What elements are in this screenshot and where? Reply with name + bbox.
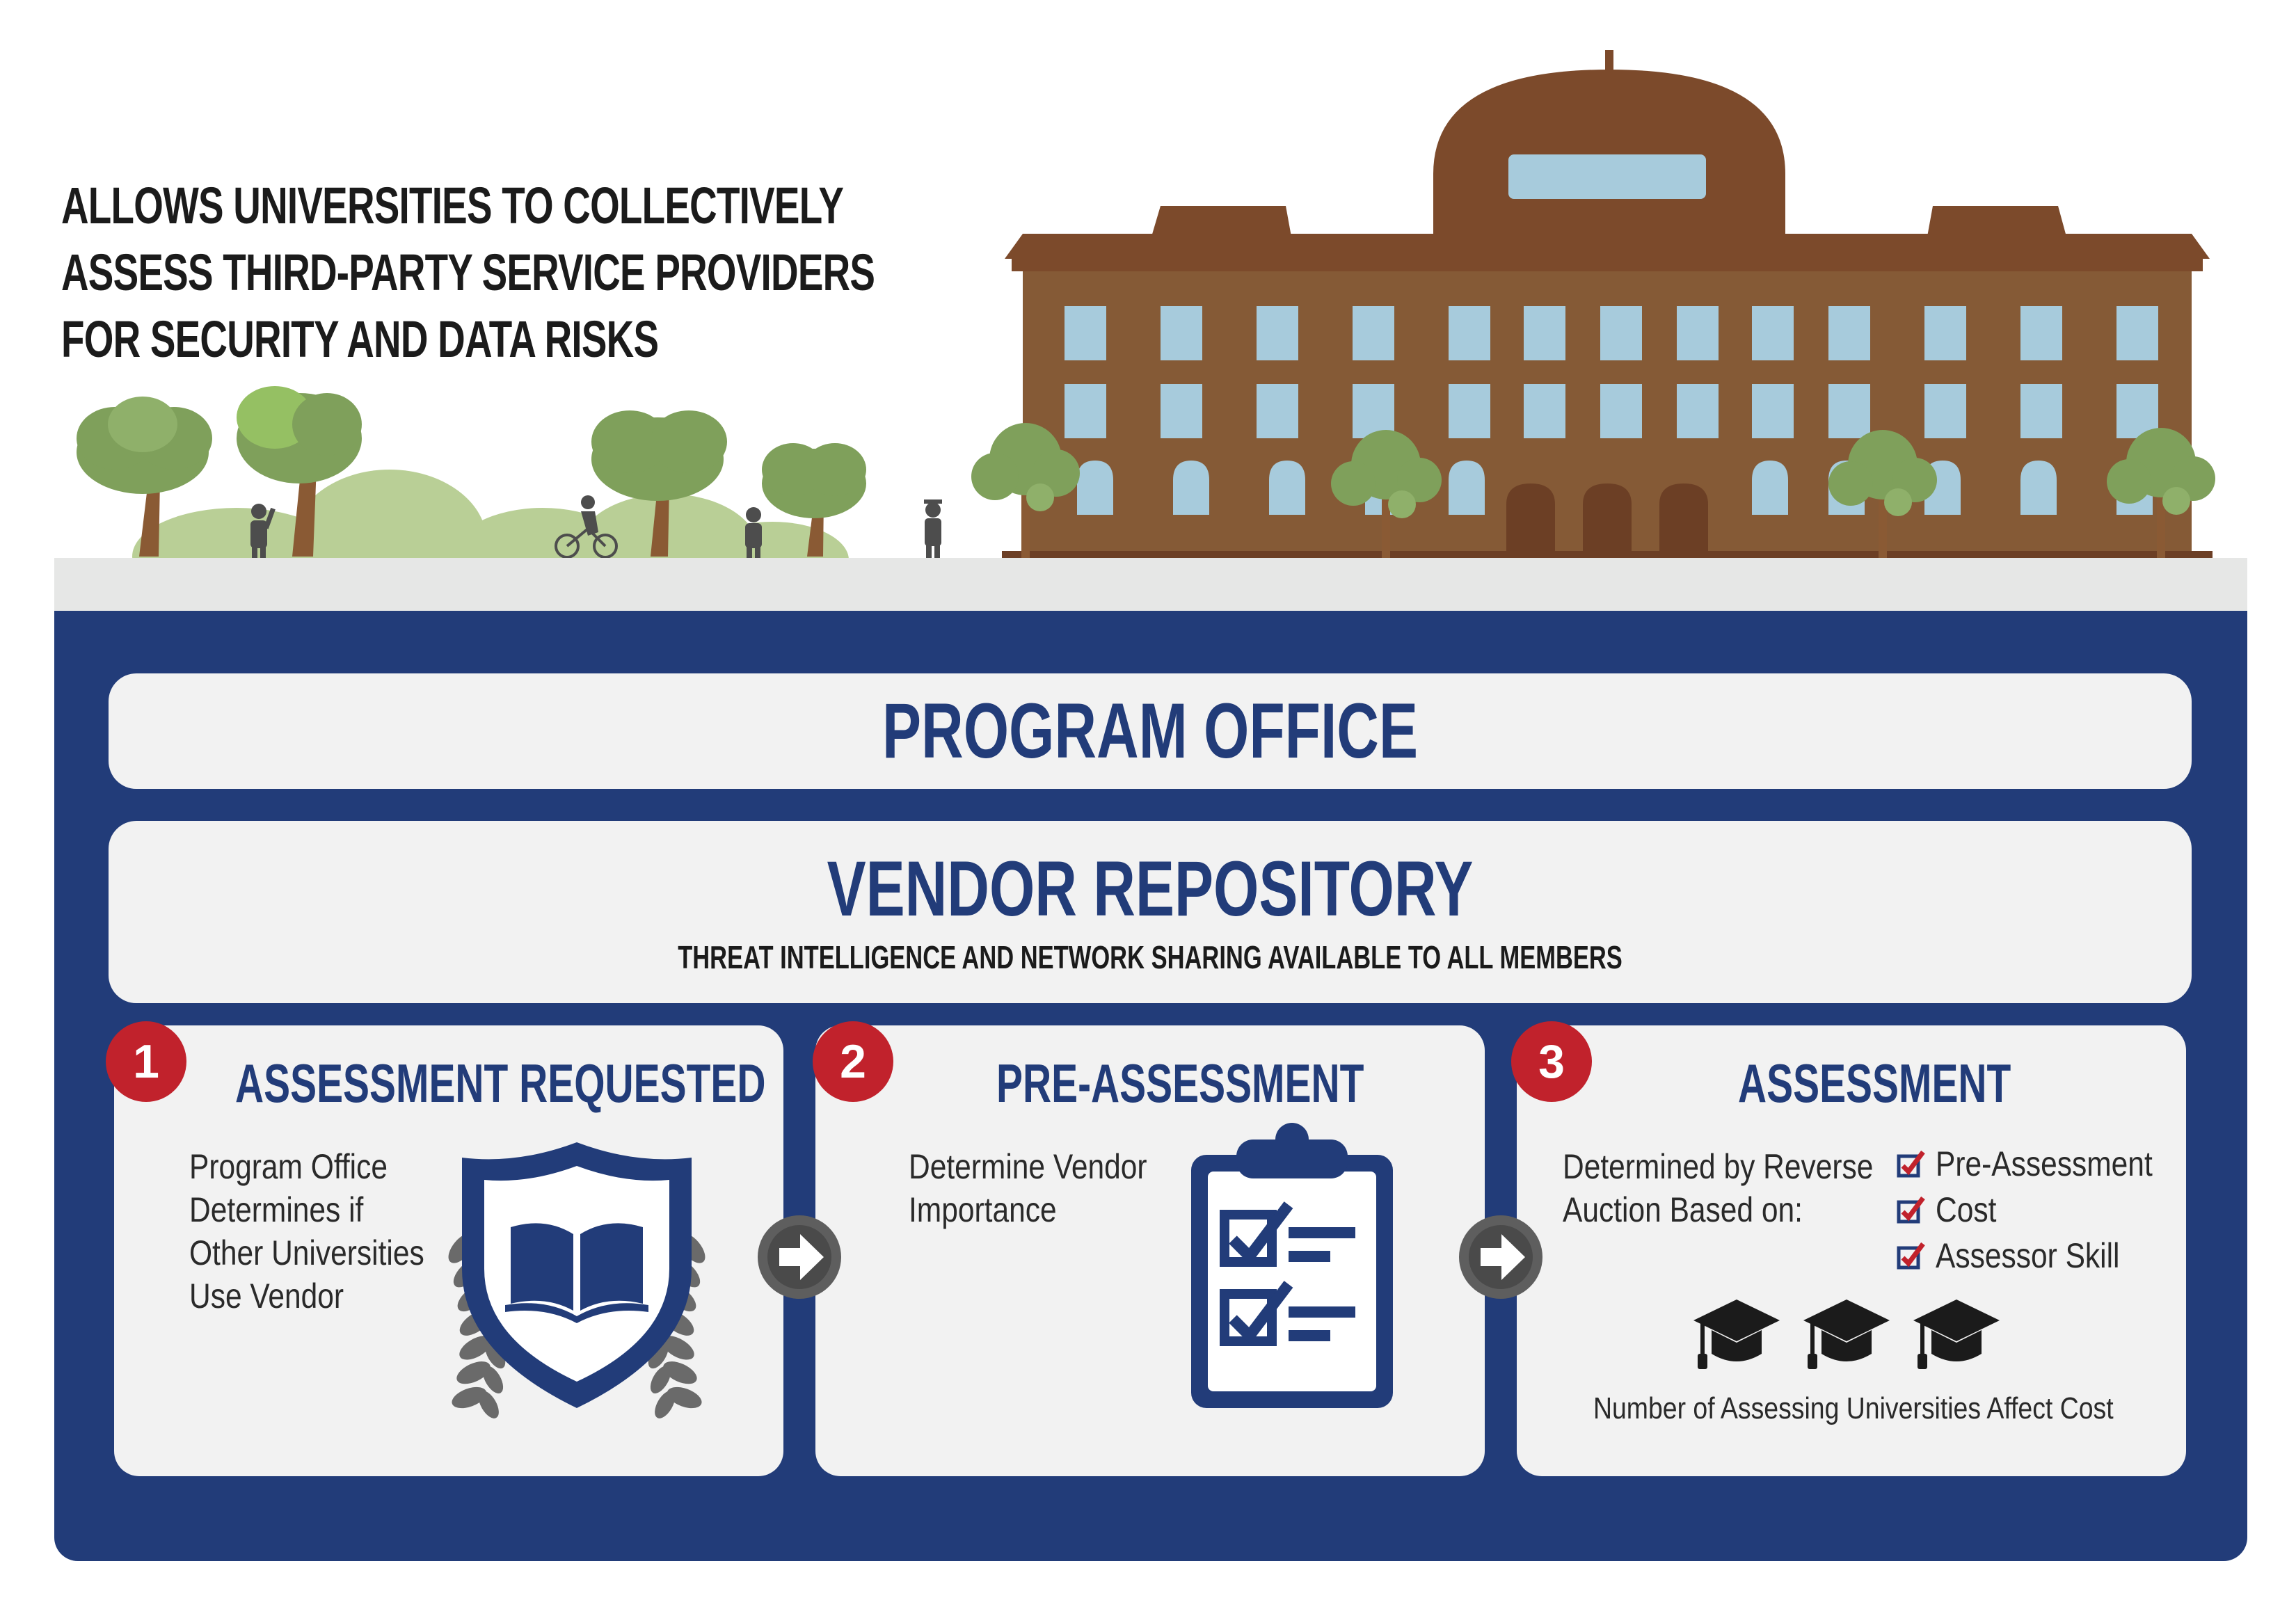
checklist-label: Pre-Assessment: [1935, 1144, 2153, 1183]
checklist-item: Cost: [1897, 1190, 2007, 1230]
headline-line: FOR SECURITY AND DATA RISKS: [61, 310, 659, 368]
graduation-cap-icon: [1803, 1300, 1890, 1369]
graduate-icon: [924, 499, 942, 558]
step-card-pre-assessment: PRE-ASSESSMENT Determine Vendor Importan…: [815, 1025, 1485, 1476]
people: [250, 495, 942, 559]
person-icon: [745, 507, 762, 559]
vendor-repository-bar: VENDOR REPOSITORY THREAT INTELLIGENCE AN…: [109, 821, 2192, 1003]
step-number-badge: 1: [106, 1021, 186, 1102]
campus-illustration: [77, 50, 2215, 612]
ground-strip: [54, 558, 2247, 611]
tree-icon: [77, 397, 212, 557]
tree-icon: [762, 443, 866, 557]
step-number-badge: 2: [813, 1021, 893, 1102]
step-title: ASSESSMENT: [1738, 1053, 2011, 1114]
checkbox-icon: [1897, 1150, 1925, 1178]
step-footnote: Number of Assessing Universities Affect …: [1593, 1391, 2114, 1425]
step-description-line: Importance: [909, 1190, 1057, 1229]
step-description-line: Determined by Reverse: [1563, 1147, 1874, 1186]
graduation-cap-icon: [1693, 1300, 1780, 1369]
tree-icon: [1331, 430, 1442, 558]
arrow-right-icon: [1459, 1215, 1542, 1299]
step-card-assessment-requested: ASSESSMENT REQUESTED Program Office Dete…: [114, 1025, 783, 1476]
headline-line: ASSESS THIRD-PARTY SERVICE PROVIDERS: [61, 243, 875, 301]
step-description-line: Determines if: [189, 1190, 364, 1229]
vendor-repository-title: VENDOR REPOSITORY: [827, 845, 1474, 932]
vendor-repository-subtitle: THREAT INTELLIGENCE AND NETWORK SHARING …: [678, 939, 1623, 975]
process-panel: PROGRAM OFFICE VENDOR REPOSITORY THREAT …: [54, 611, 2247, 1561]
step-title: ASSESSMENT REQUESTED: [235, 1053, 766, 1114]
step-description-line: Use Vendor: [189, 1277, 344, 1316]
checkbox-icon: [1897, 1242, 1925, 1270]
graduation-caps: [1693, 1300, 2000, 1369]
headline-line: ALLOWS UNIVERSITIES TO COLLECTIVELY: [61, 177, 844, 234]
person-icon: [250, 504, 276, 559]
graduation-cap-icon: [1913, 1300, 2000, 1369]
step-description-line: Determine Vendor: [909, 1147, 1147, 1186]
checklist-item: Pre-Assessment: [1897, 1144, 2191, 1184]
tree-icon: [1828, 430, 1937, 558]
park-trees: [77, 386, 866, 557]
checklist-item: Assessor Skill: [1897, 1236, 2152, 1276]
tree-icon: [2107, 428, 2215, 558]
step-description: Program Office Determines if Other Unive…: [189, 1145, 424, 1318]
clipboard-checklist-icon: [1191, 1123, 1393, 1408]
book-icon: [505, 1223, 648, 1323]
step-description: Determined by Reverse Auction Based on:: [1563, 1145, 1873, 1231]
step-number-badge: 3: [1511, 1021, 1592, 1102]
step-card-assessment: ASSESSMENT Determined by Reverse Auction…: [1517, 1025, 2186, 1476]
program-office-title: PROGRAM OFFICE: [882, 687, 1418, 774]
headline: ALLOWS UNIVERSITIES TO COLLECTIVELY ASSE…: [61, 173, 875, 373]
step-description-line: Other Universities: [189, 1233, 424, 1272]
tree-icon: [971, 423, 1080, 558]
step-description-line: Auction Based on:: [1563, 1190, 1803, 1229]
tree-icon: [237, 386, 362, 557]
program-office-bar: PROGRAM OFFICE: [109, 673, 2192, 789]
step-description-line: Program Office: [189, 1147, 388, 1186]
cyclist-icon: [555, 495, 618, 559]
checklist-label: Assessor Skill: [1935, 1236, 2120, 1275]
checklist-label: Cost: [1935, 1190, 1997, 1229]
tree-icon: [591, 410, 727, 557]
university-building: [971, 50, 2215, 561]
step-title: PRE-ASSESSMENT: [996, 1053, 1364, 1114]
arrow-right-icon: [758, 1215, 841, 1299]
step-description: Determine Vendor Importance: [909, 1145, 1147, 1231]
checkbox-icon: [1897, 1196, 1925, 1224]
shield-book-icon: [448, 1142, 705, 1418]
